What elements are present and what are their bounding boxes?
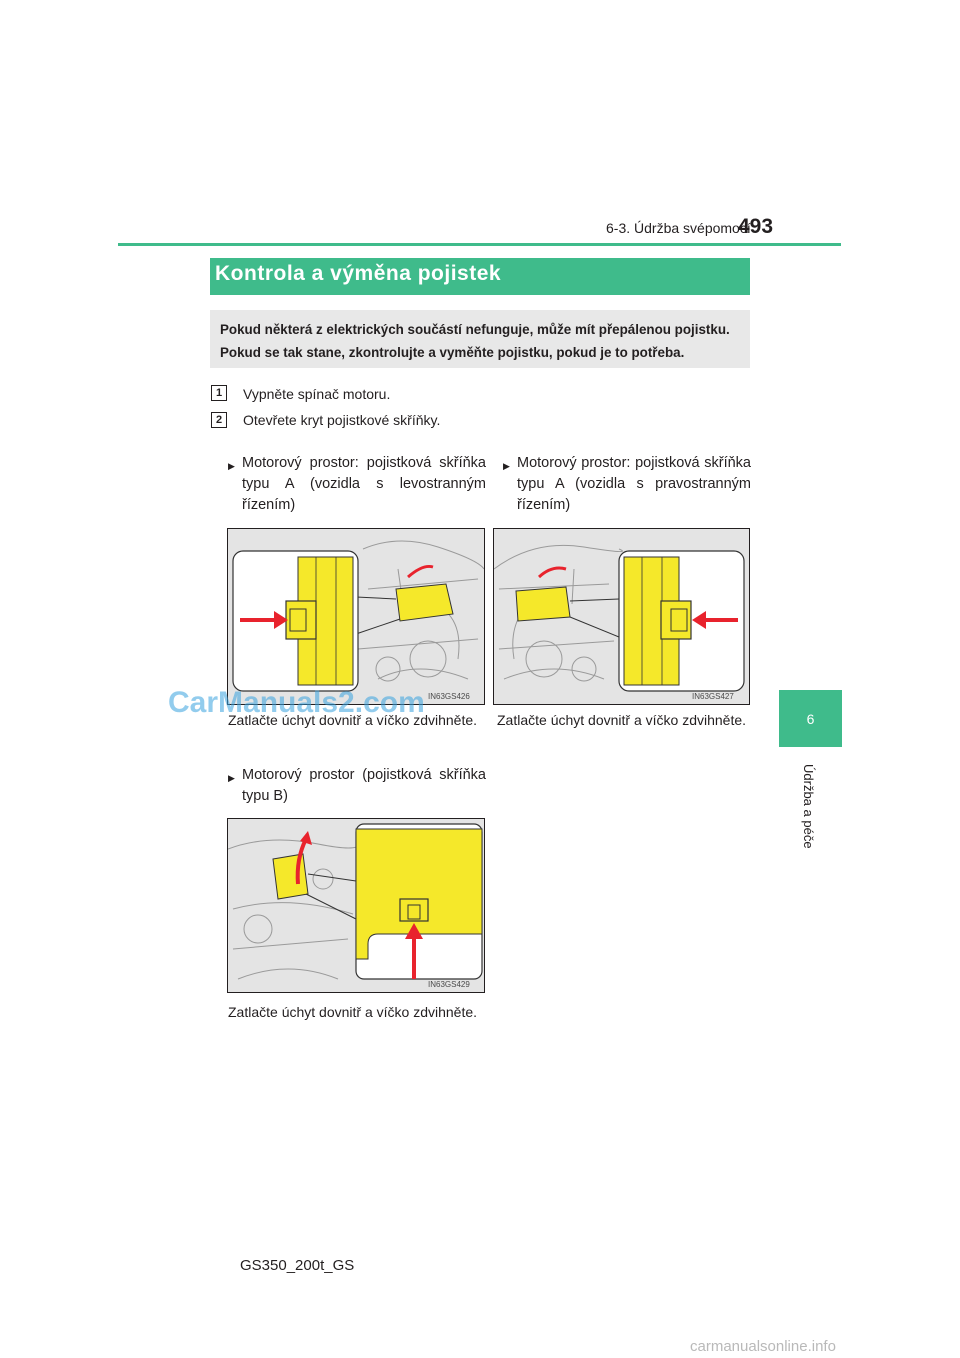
bullet-type-b-text: Motorový prostor (pojistková skříňka typ… — [242, 767, 486, 804]
page-title: Kontrola a výměna pojistek — [215, 262, 502, 285]
figure-id-b: IN63GS429 — [428, 980, 470, 989]
step-text-2: Otevřete kryt pojistkové skříňky. — [243, 412, 441, 428]
step-text-1: Vypněte spínač motoru. — [243, 386, 391, 402]
caption-type-b: Zatlačte úchyt dovnitř a víčko zdvihněte… — [228, 1004, 478, 1020]
title-bar — [210, 258, 750, 295]
step-number-1: 1 — [211, 385, 227, 401]
chapter-tab: 6 — [779, 690, 842, 747]
figure-fusebox-type-b: IN63GS429 — [227, 818, 485, 993]
bullet-left-text: Motorový prostor: pojistková skříňka typ… — [242, 455, 486, 513]
figure-id-right: IN63GS427 — [692, 692, 734, 701]
figure-fusebox-rhd: IN63GS427 — [493, 528, 750, 705]
page-number: 493 — [738, 215, 774, 238]
footer-model-code: GS350_200t_GS — [240, 1257, 355, 1274]
intro-text: Pokud některá z elektrických součástí ne… — [220, 322, 730, 360]
step-number-2: 2 — [211, 412, 227, 428]
bullet-triangle-icon: ▶ — [503, 461, 510, 471]
watermark: CarManuals2.com — [168, 686, 425, 719]
bullet-triangle-icon: ▶ — [228, 461, 235, 471]
watermark-bottom: carmanualsonline.info — [690, 1338, 836, 1355]
intro-box — [210, 310, 750, 368]
fusebox-rhd-illustration: IN63GS427 — [494, 529, 749, 704]
lift-arrow-icon — [537, 566, 567, 579]
push-arrow-icon — [405, 923, 423, 939]
lift-arrow-icon — [407, 565, 434, 579]
figure-fusebox-lhd: IN63GS426 — [227, 528, 485, 705]
bullet-right-text: Motorový prostor: pojistková skříňka typ… — [517, 455, 751, 513]
push-arrow-icon — [274, 611, 288, 629]
section-header: 6-3. Údržba svépomocí — [606, 220, 751, 236]
fusebox-lhd-illustration: IN63GS426 — [228, 529, 484, 704]
bullet-type-b: ▶ Motorový prostor (pojistková skříňka t… — [228, 765, 486, 807]
bullet-right: ▶ Motorový prostor: pojistková skříňka t… — [503, 453, 751, 516]
caption-right: Zatlačte úchyt dovnitř a víčko zdvihněte… — [497, 712, 747, 728]
chapter-label: Údržba a péče — [801, 764, 816, 849]
bullet-triangle-icon: ▶ — [228, 773, 235, 783]
header-divider — [118, 243, 841, 246]
bullet-left: ▶ Motorový prostor: pojistková skříňka t… — [228, 453, 486, 516]
fusebox-type-b-illustration: IN63GS429 — [228, 819, 484, 992]
push-arrow-icon — [692, 611, 706, 629]
caption-left: Zatlačte úchyt dovnitř a víčko zdvihněte… — [228, 712, 478, 728]
figure-id-left: IN63GS426 — [428, 692, 470, 701]
lift-arrow-icon — [300, 831, 312, 845]
